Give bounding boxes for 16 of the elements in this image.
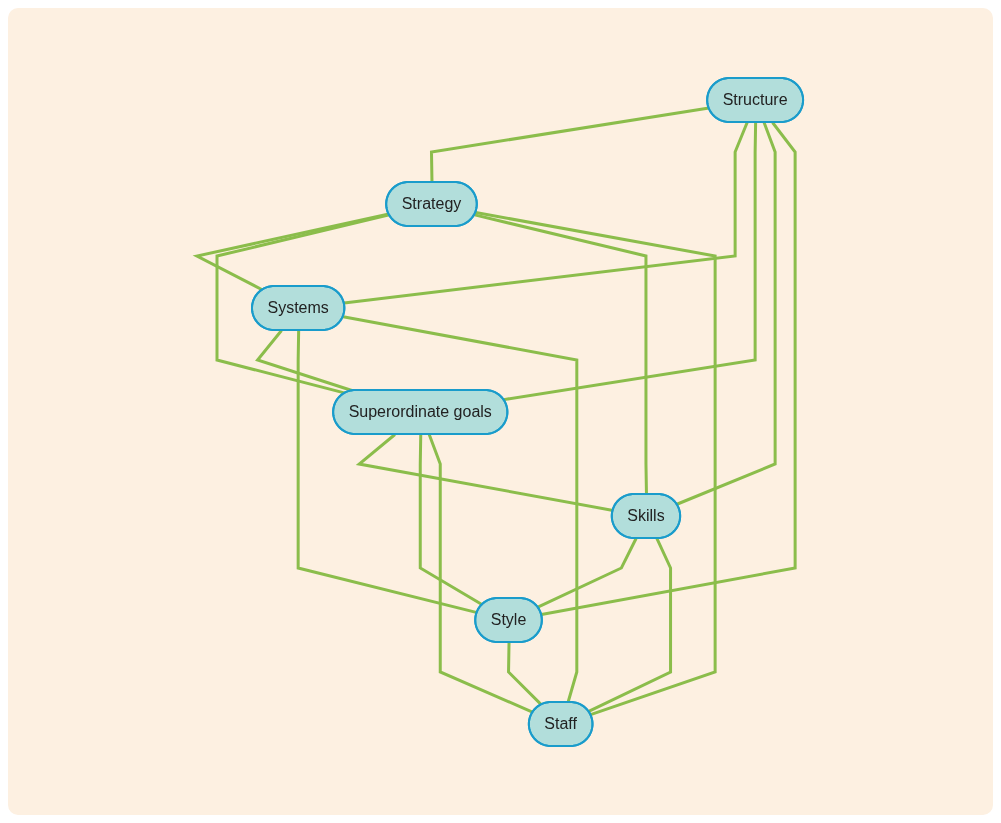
connector bbox=[419, 433, 484, 606]
connector bbox=[297, 329, 479, 614]
connector bbox=[343, 314, 579, 703]
connector bbox=[344, 121, 749, 305]
connector bbox=[356, 432, 614, 512]
connector bbox=[475, 210, 718, 716]
connector bbox=[588, 537, 673, 713]
connector bbox=[215, 212, 391, 395]
connector bbox=[537, 537, 638, 609]
connector bbox=[503, 121, 758, 401]
connector bbox=[430, 106, 710, 183]
connector bbox=[474, 212, 649, 494]
connector bbox=[507, 641, 543, 706]
connector bbox=[193, 212, 390, 291]
connector bbox=[676, 121, 778, 506]
connector bbox=[541, 121, 798, 616]
